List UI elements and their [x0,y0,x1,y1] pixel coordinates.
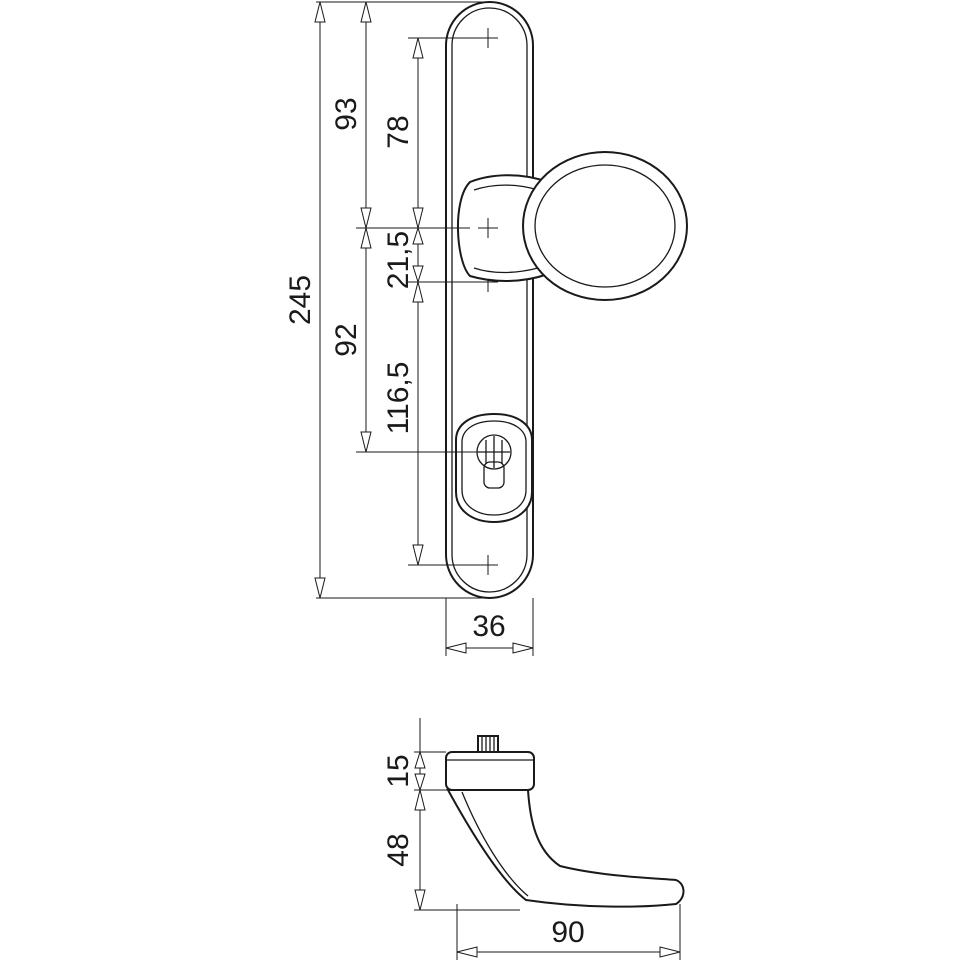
front-view [445,1,688,599]
cylinder-spindle [477,735,499,753]
dim-plate-width: 36 [472,610,505,643]
screw-hole-bottom [478,555,498,575]
dim-knob-to-cylinder: 92 [330,323,363,356]
dim-plate-thickness: 15 [382,754,415,787]
dim-total-height: 245 [284,275,317,325]
side-view [445,735,685,908]
dim-hole-to-bottom-hole: 116,5 [382,362,415,435]
side-dimensions: 15 48 90 [382,718,681,960]
knob-neck-detail [473,184,539,274]
dim-handle-drop: 48 [382,833,415,866]
cylinder-escutcheon-inner [461,420,527,516]
side-plate [445,751,535,791]
knob-inner [534,164,676,288]
knob-outer [522,151,688,301]
dim-top-to-knob: 93 [330,97,363,130]
cylinder-key-body [483,461,505,489]
back-plate-inner-edge [451,7,528,593]
lever-handle [446,789,685,908]
dim-knob-to-hole: 21,5 [382,231,415,289]
knob-neck [456,174,549,282]
front-dimensions: 245 93 92 78 21,5 116,5 36 [284,1,534,656]
knob-center-mark [478,218,498,238]
dim-top-hole-to-knob: 78 [382,115,415,148]
lever-handle-edge [461,791,529,897]
screw-hole-top [478,28,498,48]
cylinder-key-slot [478,436,510,468]
dim-handle-length: 90 [551,916,584,949]
